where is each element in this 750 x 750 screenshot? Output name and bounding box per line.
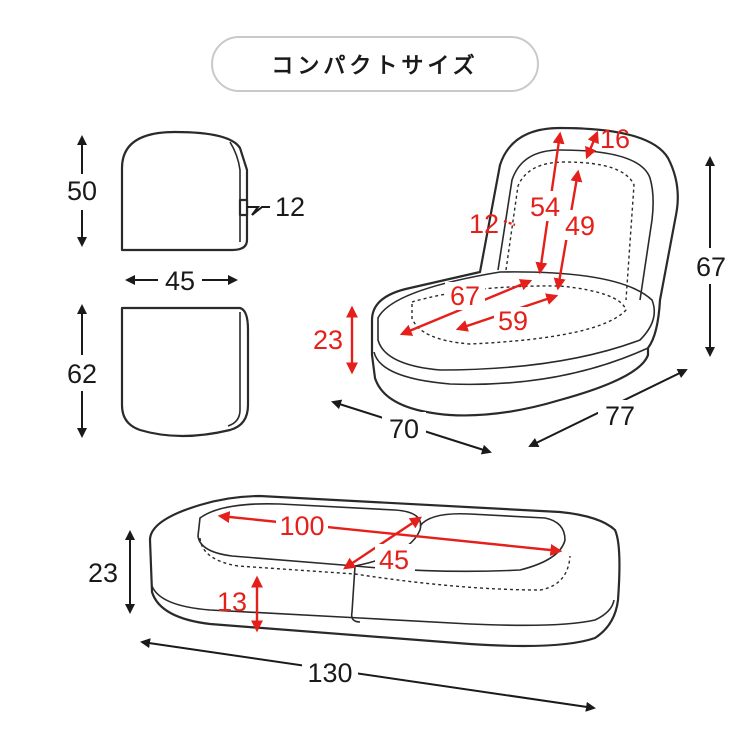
label-seat-height: 23	[313, 325, 343, 355]
title-text: コンパクトサイズ	[271, 54, 479, 79]
title-pill: コンパクトサイズ	[211, 36, 539, 92]
label-chair-depth: 77	[605, 401, 635, 431]
label-back-side: 12	[469, 209, 499, 239]
label-side-depth: 12	[275, 192, 305, 222]
label-seat-diagonal: 67	[450, 281, 480, 311]
label-cushion-length: 100	[279, 511, 324, 541]
compact-front-view	[120, 306, 250, 438]
label-total-length: 130	[307, 658, 352, 688]
back-side-leader	[503, 219, 516, 227]
back-thickness-arrow	[585, 130, 599, 160]
label-back-inner: 49	[565, 211, 595, 241]
label-total-height: 67	[696, 252, 726, 282]
compact-side-view	[120, 130, 249, 252]
label-base-thickness: 13	[217, 587, 247, 617]
length-arrow-130	[140, 638, 596, 712]
label-cushion-width: 45	[379, 545, 409, 575]
chair-view	[370, 126, 679, 417]
label-flat-thickness: 23	[88, 558, 118, 588]
cushion-width-arrow	[343, 516, 422, 570]
label-front-height: 62	[67, 359, 97, 389]
label-seat-inner: 59	[498, 306, 528, 336]
label-back-thickness: 16	[600, 124, 630, 154]
label-side-height: 50	[67, 176, 97, 206]
label-chair-width: 70	[389, 414, 419, 444]
depth-leader-12	[247, 206, 270, 216]
label-back-outer: 54	[530, 192, 560, 222]
label-width: 45	[165, 266, 195, 296]
